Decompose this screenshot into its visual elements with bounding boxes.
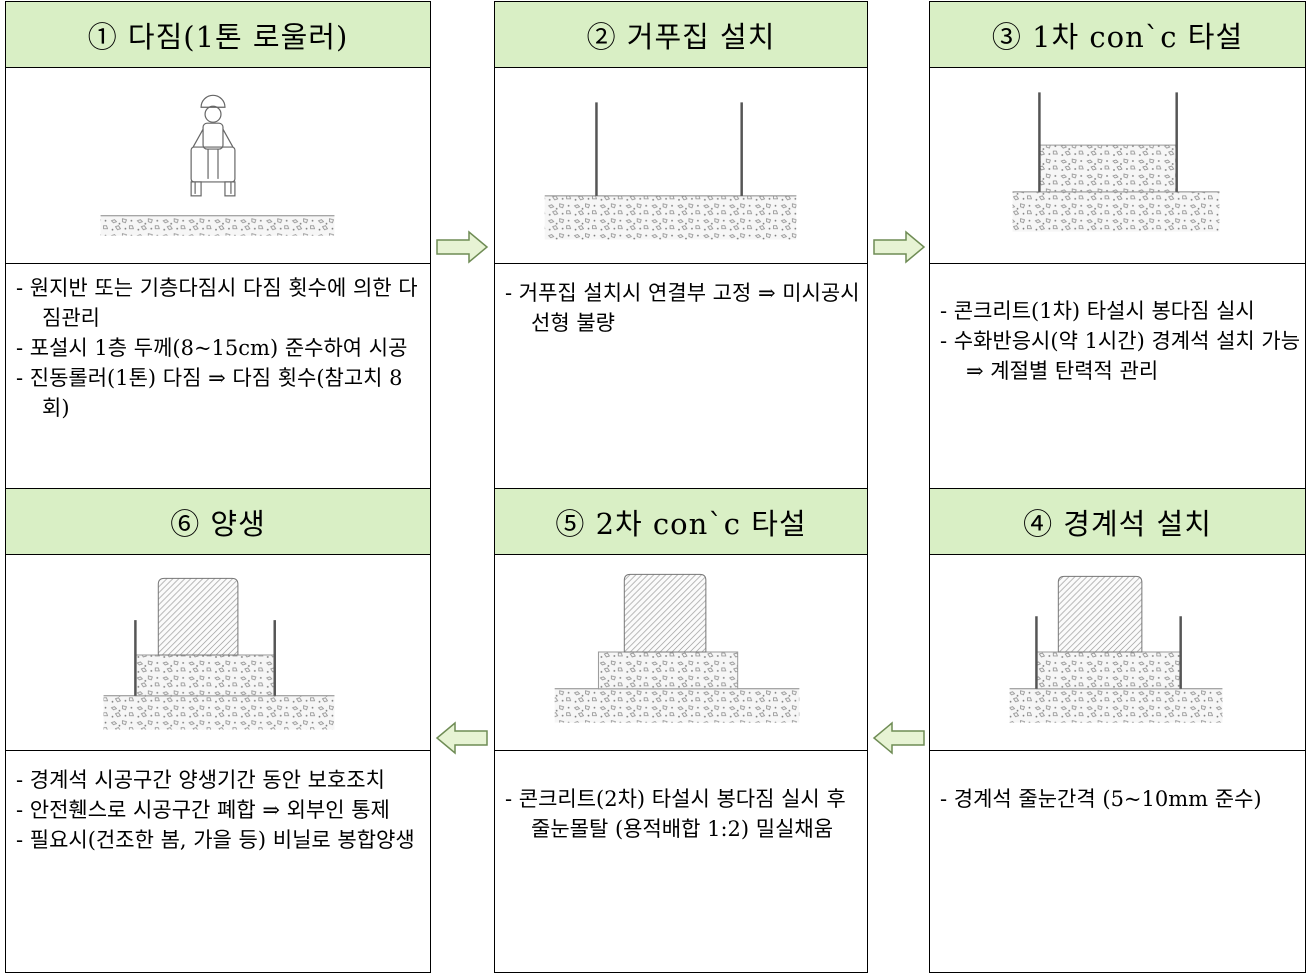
step-5-second-pour-figure <box>495 554 867 751</box>
base-gravel-layer <box>100 215 335 236</box>
first-concrete-layer <box>1038 144 1178 193</box>
step-1-note: 포설시 1층 두께(8~15cm) 준수하여 시공 <box>16 333 426 363</box>
flow-arrow-left-icon <box>435 721 488 755</box>
step-3-card: ③ 1차 con`c 타설 콘크리트(1차) 타설시 봉다짐 실시 수화반응시(… <box>929 1 1306 489</box>
step-1-compaction-figure <box>6 67 430 264</box>
step-3-first-pour-figure <box>930 67 1305 264</box>
step-1-card: ① 다짐(1톤 로울러) 원지반 또는 기층다짐시 다짐 횟수에 의한 다짐관리… <box>5 1 431 489</box>
step-1-note: 진동롤러(1톤) 다짐 ⇒ 다짐 횟수(참고치 8회) <box>16 363 426 423</box>
step-5-note: 콘크리트(2차) 타설시 봉다짐 실시 후 줄눈몰탈 (용적배합 1:2) 밀실… <box>505 784 863 844</box>
base-gravel-layer <box>554 688 800 723</box>
step-3-header: ③ 1차 con`c 타설 <box>930 2 1305 68</box>
step-2-note: 거푸집 설치시 연결부 고정 ⇒ 미시공시 선형 불량 <box>505 278 863 338</box>
step-4-header: ④ 경계석 설치 <box>930 489 1305 555</box>
step-5-card: ⑤ 2차 con`c 타설 콘크리트(2차) 타설시 봉다짐 실시 후 줄눈몰탈… <box>494 488 868 973</box>
roller-operator-figure <box>190 94 236 197</box>
step-3-note: 콘크리트(1차) 타설시 봉다짐 실시 <box>940 296 1301 326</box>
step-2-formwork-figure <box>495 67 867 264</box>
concrete-bed <box>134 654 276 697</box>
step-5-header: ⑤ 2차 con`c 타설 <box>495 489 867 555</box>
step-3-note: 수화반응시(약 1시간) 경계석 설치 가능 ⇒ 계절별 탄력적 관리 <box>940 326 1301 386</box>
flow-arrow-right-icon <box>436 230 489 264</box>
step-6-curing-figure <box>6 554 430 751</box>
curb-stone <box>157 577 239 656</box>
step-6-card: ⑥ 양생 경계석 시공구간 양생기간 동안 보호조치 안전휀스로 시공구간 폐합… <box>5 488 431 973</box>
curb-stone <box>1057 575 1143 653</box>
step-1-note: 원지반 또는 기층다짐시 다짐 횟수에 의한 다짐관리 <box>16 273 426 333</box>
concrete-bed <box>1035 651 1182 690</box>
step-2-header: ② 거푸집 설치 <box>495 2 867 68</box>
base-gravel-layer <box>544 195 797 240</box>
base-gravel-layer <box>103 695 335 730</box>
step-6-note: 안전휀스로 시공구간 폐합 ⇒ 외부인 통제 <box>16 795 426 825</box>
step-4-curb-install-figure <box>930 554 1305 751</box>
step-6-note: 필요시(건조한 봄, 가을 등) 비닐로 봉합양생 <box>16 825 426 855</box>
step-6-note: 경계석 시공구간 양생기간 동안 보호조치 <box>16 765 426 795</box>
flow-arrow-left-icon <box>872 721 925 755</box>
curb-stone <box>623 573 707 653</box>
base-gravel-layer <box>1012 191 1220 232</box>
step-4-note: 경계석 줄눈간격 (5~10mm 준수) <box>940 784 1301 814</box>
step-6-header: ⑥ 양생 <box>6 489 430 555</box>
step-2-card: ② 거푸집 설치 거푸집 설치시 연결부 고정 ⇒ 미시공시 선형 불량 <box>494 1 868 489</box>
step-1-header: ① 다짐(1톤 로울러) <box>6 2 430 68</box>
flow-arrow-right-icon <box>873 230 926 264</box>
second-concrete-layer <box>597 651 739 690</box>
base-gravel-layer <box>1009 688 1223 723</box>
step-4-card: ④ 경계석 설치 경계석 줄눈간격 (5~10mm 준수) <box>929 488 1306 973</box>
